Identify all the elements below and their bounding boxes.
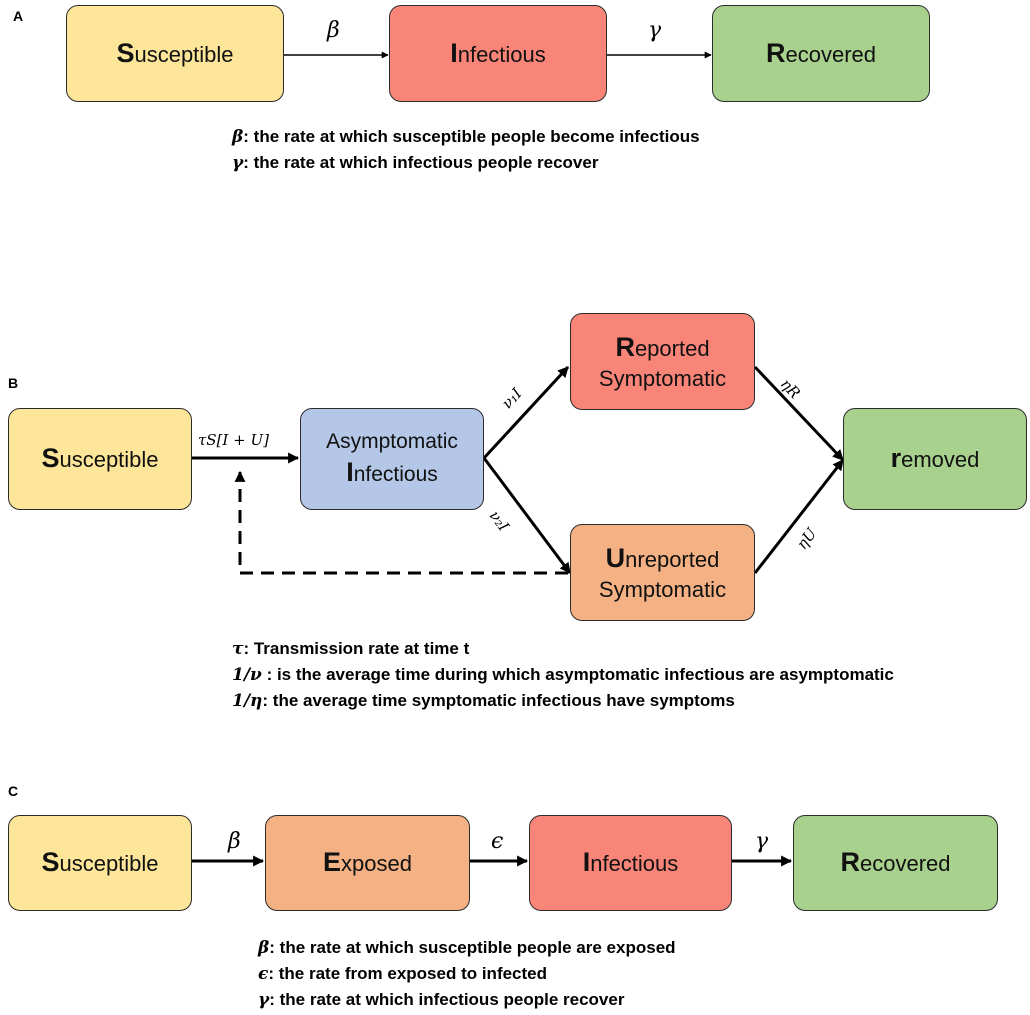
- label-rest: ecovered: [785, 41, 876, 67]
- legend-line: β: the rate at which susceptible people …: [232, 124, 700, 150]
- legend-line: 1/η: the average time symptomatic infect…: [232, 688, 894, 714]
- panel-c-rate-beta: β: [228, 829, 241, 854]
- panel-a-recovered-box: Recovered: [712, 5, 930, 102]
- arrow-b-a-to-unreported: [482, 457, 572, 574]
- arrow-b-a-to-reported: [482, 365, 570, 460]
- panel-c-infectious-box: Infectious: [529, 815, 732, 911]
- panel-c-rate-gamma: γ: [755, 829, 769, 854]
- legend-text: : the rate at which infectious people re…: [243, 153, 599, 172]
- label-rest: emoved: [901, 447, 980, 473]
- label-rest: ecovered: [859, 851, 951, 877]
- label-cap: E: [323, 847, 342, 878]
- panel-c-recovered-box: Recovered: [793, 815, 998, 911]
- label-rest: nreported: [625, 546, 720, 572]
- panel-b-removed-box: removed: [843, 408, 1027, 510]
- label-rest: nfectious: [353, 463, 438, 487]
- legend-text: : the rate at which susceptible people a…: [269, 938, 676, 957]
- arrow-b-reported-to-removed: [753, 365, 845, 462]
- label-rest: usceptible: [59, 447, 159, 473]
- panel-b-susceptible-box: Susceptible: [8, 408, 192, 510]
- panel-c-label: C: [8, 783, 19, 799]
- panel-a-susceptible-box: Susceptible: [66, 5, 284, 102]
- arrow-b-feedback-dashed: [234, 470, 568, 575]
- legend-text: : Transmission rate at time t: [243, 639, 470, 658]
- label-rest: nfectious: [457, 41, 546, 67]
- label-cap: I: [346, 457, 354, 488]
- panel-b-label: B: [8, 375, 19, 391]
- legend-line: β: the rate at which susceptible people …: [258, 935, 676, 961]
- legend-line: γ: the rate at which infectious people r…: [232, 150, 700, 176]
- label-cap: I: [450, 37, 458, 68]
- label-rest: nfectious: [590, 851, 679, 877]
- legend-text: : the rate at which infectious people re…: [269, 990, 625, 1009]
- legend-symbol: β: [232, 127, 244, 147]
- panel-a-rate-beta: β: [327, 18, 340, 43]
- panel-a-label: A: [13, 8, 24, 24]
- legend-line: 1/ν : is the average time during which a…: [232, 662, 894, 688]
- label-cap: I: [582, 847, 591, 878]
- label-cap: R: [615, 331, 635, 362]
- label-cap: S: [116, 37, 135, 68]
- label-cap: S: [41, 443, 60, 474]
- legend-symbol: γ: [258, 990, 270, 1010]
- legend-text: : the average time symptomatic infectiou…: [262, 691, 735, 710]
- label-rest: usceptible: [59, 851, 159, 877]
- label-line2: Symptomatic: [598, 576, 727, 602]
- legend-text: : the rate at which susceptible people b…: [243, 127, 700, 146]
- legend-symbol: β: [258, 938, 270, 958]
- label-cap: R: [840, 847, 860, 878]
- legend-line: ϵ: the rate from exposed to infected: [258, 961, 676, 987]
- panel-c-legend: β: the rate at which susceptible people …: [258, 935, 676, 1013]
- label-cap: S: [41, 847, 60, 878]
- panel-b-rate-transmission: τS[I + U]: [198, 431, 269, 449]
- legend-line: τ: Transmission rate at time t: [232, 636, 894, 662]
- panel-c-exposed-box: Exposed: [265, 815, 470, 911]
- legend-symbol: 1/η: [232, 691, 263, 711]
- label-cap: R: [765, 37, 786, 68]
- label-rest: usceptible: [134, 41, 234, 67]
- legend-line: γ: the rate at which infectious people r…: [258, 987, 676, 1013]
- arrow-b-unreported-to-removed: [753, 459, 845, 574]
- legend-text: : is the average time during which asymp…: [261, 665, 894, 684]
- label-cap: U: [605, 542, 626, 573]
- panel-b-legend: τ: Transmission rate at time t 1/ν : is …: [232, 636, 894, 714]
- legend-text: : the rate from exposed to infected: [268, 964, 548, 983]
- panel-a-legend: β: the rate at which susceptible people …: [232, 124, 700, 176]
- label-rest: xposed: [341, 851, 412, 877]
- label-cap: r: [890, 443, 902, 474]
- legend-symbol: 1/ν: [232, 665, 262, 685]
- legend-symbol: γ: [232, 153, 244, 173]
- label-line2: Symptomatic: [598, 365, 727, 391]
- label-rest: eported: [634, 335, 710, 361]
- legend-symbol: ϵ: [258, 964, 269, 984]
- panel-a-infectious-box: Infectious: [389, 5, 607, 102]
- panel-c-susceptible-box: Susceptible: [8, 815, 192, 911]
- label-line1: Asymptomatic: [326, 429, 458, 453]
- panel-c-rate-epsilon: ϵ: [491, 829, 504, 854]
- legend-symbol: τ: [232, 639, 244, 659]
- panel-a-rate-gamma: γ: [648, 18, 662, 43]
